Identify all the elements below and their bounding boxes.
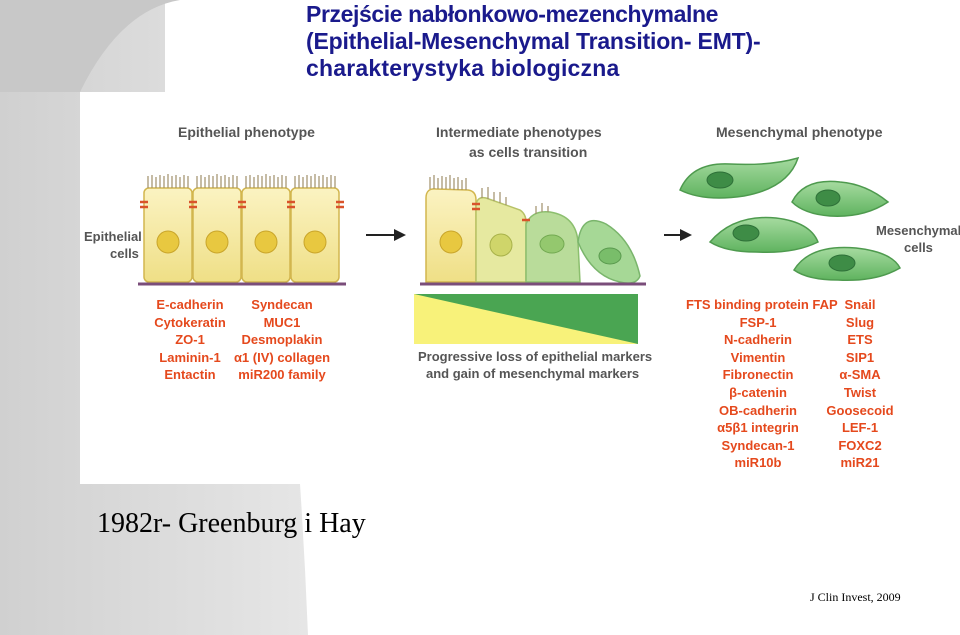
epithelial-cell xyxy=(143,187,193,283)
label-mesenchymal-cells-line2: cells xyxy=(904,240,933,255)
header-mesenchymal: Mesenchymal phenotype xyxy=(716,124,883,140)
marker-item: α-SMA xyxy=(839,367,881,383)
marker-item: E-cadherin xyxy=(156,297,224,312)
epithelial-cell xyxy=(290,187,340,283)
marker-item: Cytokeratin xyxy=(154,314,226,330)
slide-title-line-1: Przejście nabłonkowo-mezenchymalne xyxy=(306,1,719,27)
epithelial-cell xyxy=(241,187,291,283)
source-citation: J Clin Invest, 2009 xyxy=(810,590,901,604)
epithelial-markers-col2: Syndecan MUC1 Desmoplakin α1 (IV) collag… xyxy=(230,296,334,384)
marker-item: α1 (IV) collagen xyxy=(233,349,331,365)
header-intermediate-line1: Intermediate phenotypes xyxy=(436,124,602,140)
marker-gradient-bar xyxy=(414,294,638,344)
marker-item: miR21 xyxy=(840,455,880,471)
marker-item: Laminin-1 xyxy=(159,349,221,365)
marker-item: FSP-1 xyxy=(739,314,777,330)
marker-item: Syndecan-1 xyxy=(721,437,795,453)
slide-title-line-3: charakterystyka biologiczna xyxy=(306,55,620,81)
marker-item: ZO-1 xyxy=(175,332,205,348)
marker-item: LEF-1 xyxy=(841,420,879,436)
marker-item: Syndecan xyxy=(251,297,313,312)
marker-item: miR10b xyxy=(734,455,782,471)
cell-junctions xyxy=(140,200,344,209)
epithelial-cell-sheet xyxy=(138,174,346,286)
label-mesenchymal-cells-line1: Mesenchymal xyxy=(876,223,960,238)
marker-item: α5β1 integrin xyxy=(717,420,799,436)
marker-item: Twist xyxy=(843,384,877,400)
emt-figure: Epithelial phenotype Intermediate phenot… xyxy=(80,92,960,484)
marker-item: ETS xyxy=(847,332,873,348)
right-arrow-icon xyxy=(366,229,406,241)
header-epithelial: Epithelial phenotype xyxy=(178,124,315,140)
gradient-caption-line1: Progressive loss of epithelial markers xyxy=(418,349,653,364)
header-intermediate-line2: as cells transition xyxy=(469,144,588,160)
mesenchymal-cell xyxy=(792,246,901,281)
microvilli xyxy=(147,174,336,188)
marker-item: FOXC2 xyxy=(838,437,882,453)
mesenchymal-markers-col2: Snail Slug ETS SIP1 α-SMA Twist Goosecoi… xyxy=(824,296,896,472)
marker-item: OB-cadherin xyxy=(718,402,797,418)
gradient-caption-line2: and gain of mesenchymal markers xyxy=(426,366,640,381)
slide-title-line-2: (Epithelial-Mesenchymal Transition- EMT)… xyxy=(306,28,761,54)
mesenchymal-cell xyxy=(708,216,819,254)
marker-item: N-cadherin xyxy=(724,332,792,348)
mesenchymal-markers-col1: FTS binding protein FAP FSP-1 N-cadherin… xyxy=(686,296,838,472)
label-epithelial-cells-line2: cells xyxy=(110,246,139,261)
marker-item: MUC1 xyxy=(263,314,301,330)
marker-item: Entactin xyxy=(164,367,216,383)
right-arrow-icon xyxy=(664,229,692,241)
mesenchymal-cells xyxy=(679,156,901,281)
marker-item: Goosecoid xyxy=(826,402,894,418)
footer-history-note: 1982r- Greenburg i Hay xyxy=(97,508,366,539)
cell-illustration xyxy=(138,156,901,286)
mesenchymal-cell xyxy=(679,156,800,199)
marker-item: Snail xyxy=(844,297,876,312)
marker-item: Desmoplakin xyxy=(241,332,323,348)
marker-item: FTS binding protein FAP xyxy=(686,297,838,312)
marker-item: SIP1 xyxy=(845,349,875,365)
epithelial-markers-col1: E-cadherin Cytokeratin ZO-1 Laminin-1 En… xyxy=(150,296,230,384)
marker-item: Fibronectin xyxy=(722,367,794,383)
label-epithelial-cells-line1: Epithelial xyxy=(84,229,142,244)
marker-item: Slug xyxy=(845,314,875,330)
intermediate-cells xyxy=(420,175,646,286)
marker-item: Vimentin xyxy=(730,349,786,365)
marker-item: β-catenin xyxy=(729,384,787,400)
epithelial-cell xyxy=(192,187,242,283)
marker-item: miR200 family xyxy=(238,367,326,383)
mesenchymal-cell xyxy=(791,180,890,217)
